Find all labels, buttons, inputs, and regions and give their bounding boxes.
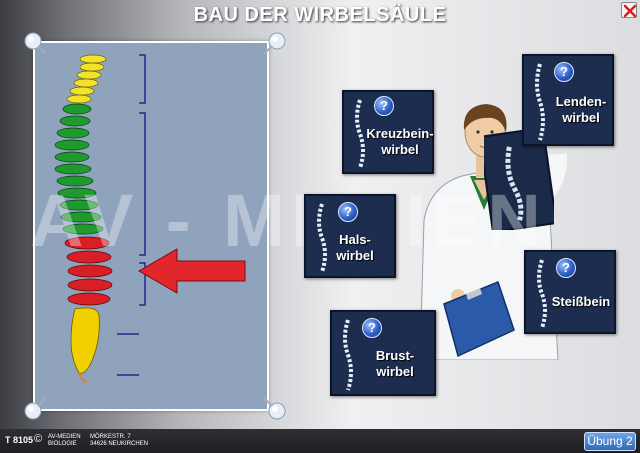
lumbar-vertebrae <box>64 236 113 306</box>
spine-xray-icon <box>535 63 545 141</box>
page-title: BAU DER WIRBELSÄULE <box>193 4 447 26</box>
pushpin-icon <box>263 32 286 55</box>
card-kreuzbeinwirbel[interactable]: ? Kreuzbein- wirbel <box>342 90 434 174</box>
publisher-address: MÖRKESTR. 7 34626 NEUKIRCHEN <box>90 434 149 447</box>
close-button[interactable] <box>621 2 637 18</box>
card-label: Lenden- wirbel <box>555 94 607 125</box>
close-icon <box>623 4 637 18</box>
coccyx <box>77 372 88 383</box>
sacrum <box>70 307 100 374</box>
watermark: AV - MEDIEN <box>30 179 547 262</box>
spine-board <box>33 41 269 411</box>
thoracic-vertebrae <box>54 103 104 235</box>
footer-bar: T 8105 © AV-MEDIEN BIOLOGIE MÖRKESTR. 7 … <box>0 429 640 453</box>
question-icon: ? <box>362 318 382 338</box>
question-icon: ? <box>338 202 358 222</box>
question-icon: ? <box>554 62 574 82</box>
spine-xray-icon <box>355 99 365 169</box>
clipboard <box>443 281 515 358</box>
card-brustwirbel[interactable]: ? Brust- wirbel <box>330 310 436 396</box>
card-label: Kreuzbein- wirbel <box>366 126 434 157</box>
cervical-vertebrae <box>66 54 107 104</box>
card-steissbein[interactable]: ? Steißbein <box>524 250 616 334</box>
pushpin-icon <box>24 32 47 55</box>
card-label: Hals- wirbel <box>336 232 374 263</box>
next-exercise-button[interactable]: Übung 2 <box>584 432 636 451</box>
card-halswirbel[interactable]: ? Hals- wirbel <box>304 194 396 278</box>
section-brackets <box>117 54 146 376</box>
spine-diagram <box>54 54 246 383</box>
spine-xray-icon <box>317 203 327 273</box>
card-label: Steißbein <box>551 294 611 309</box>
publisher: AV-MEDIEN BIOLOGIE <box>48 434 81 447</box>
pushpin-icon <box>263 397 286 420</box>
question-icon: ? <box>556 258 576 278</box>
card-label: Brust- wirbel <box>375 348 415 379</box>
card-lendenwirbel[interactable]: ? Lenden- wirbel <box>522 54 614 146</box>
pushpin-icon <box>24 397 47 420</box>
copyright-symbol: © <box>34 433 43 445</box>
question-icon: ? <box>374 96 394 116</box>
arrow-left-icon <box>138 248 246 294</box>
product-code: T 8105 <box>5 435 34 445</box>
held-xray <box>484 130 554 230</box>
spine-xray-icon <box>537 259 547 329</box>
spine-xray-icon <box>343 319 353 391</box>
